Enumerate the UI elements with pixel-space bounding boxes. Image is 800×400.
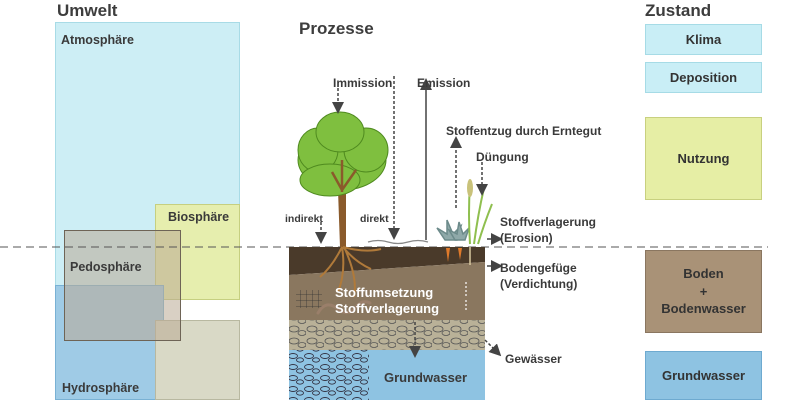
header-zustand: Zustand	[645, 1, 712, 20]
state-grundwasser: Grundwasser	[645, 351, 762, 400]
stoffumsetzung-line1: Stoffumsetzung	[335, 285, 434, 300]
stoffumsetzung-label: Stoffumsetzung Stoffverlagerung	[335, 285, 439, 316]
bodengefuege-label: Bodengefüge (Verdichtung)	[500, 260, 577, 292]
boden-line1: Boden	[683, 266, 724, 282]
immission-label: Immission	[333, 76, 393, 90]
stoffentzug-label: Stoffentzug durch Erntegut	[446, 124, 602, 138]
biosphere-label: Biosphäre	[168, 210, 230, 224]
grundwasser-inner-label: Grundwasser	[384, 370, 468, 385]
stoffverlagerung-label: Stoffverlagerung (Erosion)	[500, 214, 596, 246]
boden-line2: +	[699, 283, 708, 299]
hydrosphere-label: Hydrosphäre	[62, 381, 140, 395]
state-deposition: Deposition	[645, 62, 762, 93]
direkt-label: direkt	[360, 213, 389, 225]
indirekt-label: indirekt	[285, 213, 323, 225]
header-prozesse: Prozesse	[299, 19, 374, 38]
boden-line3: Bodenwasser	[661, 301, 746, 317]
atmosphere-label: Atmosphäre	[61, 33, 134, 47]
state-nutzung: Nutzung	[645, 117, 762, 200]
emission-label: Emission	[417, 76, 471, 90]
pedosphere-label: Pedosphäre	[70, 260, 142, 274]
bodengefuege-line2: (Verdichtung)	[500, 277, 578, 292]
stoffverlagerung-line2: (Erosion)	[500, 231, 553, 246]
gewaesser-label: Gewässer	[505, 352, 562, 366]
pedosphere-box	[64, 230, 181, 341]
stoffverlagerung-line1: Stoffverlagerung	[500, 215, 597, 229]
state-klima: Klima	[645, 24, 762, 55]
bodengefuege-line1: Bodengefüge	[500, 261, 577, 275]
header-umwelt: Umwelt	[57, 1, 118, 20]
state-boden: Boden + Bodenwasser	[645, 250, 762, 333]
duengung-label: Düngung	[476, 150, 529, 164]
stoffumsetzung-line2: Stoffverlagerung	[335, 300, 440, 316]
